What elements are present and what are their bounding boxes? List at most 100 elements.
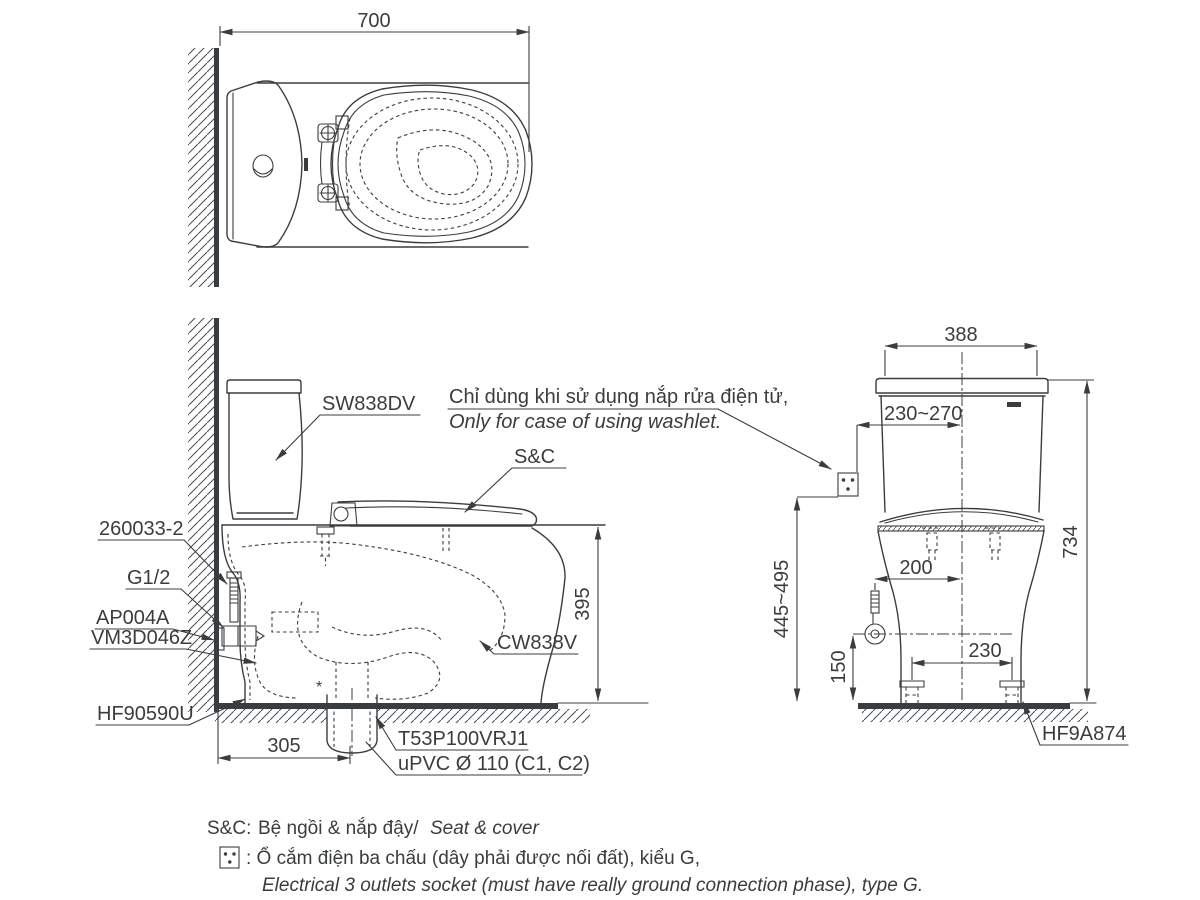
label-upvc: uPVC Ø 110 (C1, C2) xyxy=(398,753,590,775)
socket-dot xyxy=(223,852,228,856)
top-view-toilet xyxy=(226,80,533,248)
leader-ap004a xyxy=(94,629,214,640)
floor-hatch-left xyxy=(215,709,327,723)
bolt-hidden xyxy=(320,534,331,566)
cover-outline-outer xyxy=(330,84,533,244)
label-hf9a874: HF9A874 xyxy=(1042,723,1127,745)
pedestal-sides xyxy=(877,530,1045,704)
legend-socket-english: Electrical 3 outlets socket (must have r… xyxy=(262,875,923,896)
label-vm3d046z: VM3D046Z xyxy=(91,627,192,649)
flush-button xyxy=(252,154,274,178)
tank-body xyxy=(228,392,303,520)
wall-line xyxy=(214,48,219,287)
cover-inner-line xyxy=(345,506,523,515)
socket-dot xyxy=(232,852,236,856)
outlet-socket-icon xyxy=(837,472,859,497)
tank-plan xyxy=(226,80,303,248)
seat-back-hidden xyxy=(345,117,351,211)
leader-cw838v xyxy=(480,641,579,655)
socket-dot xyxy=(841,478,846,482)
hinge-bolt-bottom xyxy=(317,183,339,203)
leader-t53p100vrj1 xyxy=(376,717,529,751)
fixing-bolt xyxy=(316,526,335,566)
supply-pipe xyxy=(229,577,239,623)
floor-line xyxy=(214,703,558,709)
side-view: * 305 xyxy=(89,318,831,776)
seat-arc-inner xyxy=(884,511,1039,524)
flush-valve-seal xyxy=(271,611,319,633)
supply-pipe xyxy=(870,590,880,614)
socket-dot xyxy=(850,478,855,482)
washlet-note: Chỉ dùng khi sử dụng nắp rửa điện tử, On… xyxy=(447,385,831,469)
side-view-floor xyxy=(214,702,649,723)
valve-circle xyxy=(864,623,886,645)
leader-sw838dv xyxy=(276,414,421,460)
side-view-labels: SW838DV 260033-2 G1/2 AP004A VM3D046Z HF… xyxy=(89,393,590,776)
sump-hidden xyxy=(253,635,297,699)
floor-hatch-right xyxy=(377,709,590,723)
bowl-rear-outline xyxy=(221,524,246,704)
seat-outline-hidden xyxy=(345,97,519,231)
star-mark: * xyxy=(316,679,322,696)
front-view-dim-200: 200 xyxy=(874,557,961,590)
side-view-dim-395: 395 xyxy=(572,526,602,702)
top-view-dimension-700: 700 xyxy=(219,10,530,152)
socket-dot xyxy=(228,860,232,864)
front-view-label-hf9a874: HF9A874 xyxy=(1023,702,1129,746)
leader-upvc xyxy=(365,741,583,776)
front-view-supply xyxy=(864,590,886,645)
bracket-waist xyxy=(319,141,335,185)
bolt-bracket xyxy=(316,526,335,535)
rim-band xyxy=(877,525,1045,532)
front-view-bowl xyxy=(853,352,1045,710)
label-sc: S&C xyxy=(514,446,555,468)
side-view-tank xyxy=(226,379,303,520)
leader-g12 xyxy=(125,588,223,627)
socket-dot xyxy=(846,487,850,491)
valve-center xyxy=(870,629,880,639)
pipe-threads xyxy=(229,582,239,604)
note-vietnamese: Chỉ dùng khi sử dụng nắp rửa điện tử, xyxy=(449,385,788,408)
footprint-rect xyxy=(256,82,529,248)
seat-bolt-hidden xyxy=(442,528,450,552)
legend-socket-vietnamese: : Ổ cắm điện ba chấu (dây phải được nối … xyxy=(246,847,700,869)
seat-cover-plan xyxy=(330,84,533,244)
dim-395: 395 xyxy=(572,587,594,620)
label-t53p100vrj1: T53P100VRJ1 xyxy=(398,728,528,750)
leader-hf9a874 xyxy=(1023,702,1129,746)
front-view-dim-230: 230 xyxy=(911,640,1013,680)
front-view-dim-445-495: 445~495 xyxy=(771,496,838,702)
tank-sides xyxy=(880,395,1044,513)
pipe-threads xyxy=(870,594,880,625)
bowl-opening-hidden xyxy=(396,129,493,205)
label-260033-2: 260033-2 xyxy=(99,518,184,540)
extension-lines xyxy=(884,350,1038,376)
bowl-front-outline xyxy=(531,527,566,704)
extension-lines xyxy=(219,26,530,152)
dim-734: 734 xyxy=(1060,525,1082,558)
dim-445-495: 445~495 xyxy=(771,560,793,638)
front-view-floor xyxy=(858,702,1097,722)
hinge-pivot xyxy=(333,506,349,522)
leader-hf90590u xyxy=(95,699,245,726)
top-view-wall xyxy=(188,48,219,287)
dim-150: 150 xyxy=(828,650,850,683)
floor-hatch xyxy=(862,709,1088,722)
wall-hatch xyxy=(188,48,214,287)
note-leader xyxy=(447,408,831,469)
leader-sc xyxy=(465,467,567,512)
note-english: Only for case of using washlet. xyxy=(449,411,721,433)
hinge-bolt-top xyxy=(317,123,339,143)
wall-line xyxy=(214,318,219,712)
dim-230-270: 230~270 xyxy=(884,403,962,425)
front-view-dim-230-270: 230~270 xyxy=(856,403,962,472)
wall-hatch xyxy=(188,318,214,712)
front-view: 388 230~270 445~495 734 200 150 xyxy=(771,324,1129,746)
dim-230: 230 xyxy=(968,640,1001,662)
spud-tick xyxy=(304,158,308,171)
flush-button-shade xyxy=(253,168,273,175)
bolt-caps xyxy=(899,680,1025,688)
legend-sc-english: Seat & cover xyxy=(430,818,539,839)
